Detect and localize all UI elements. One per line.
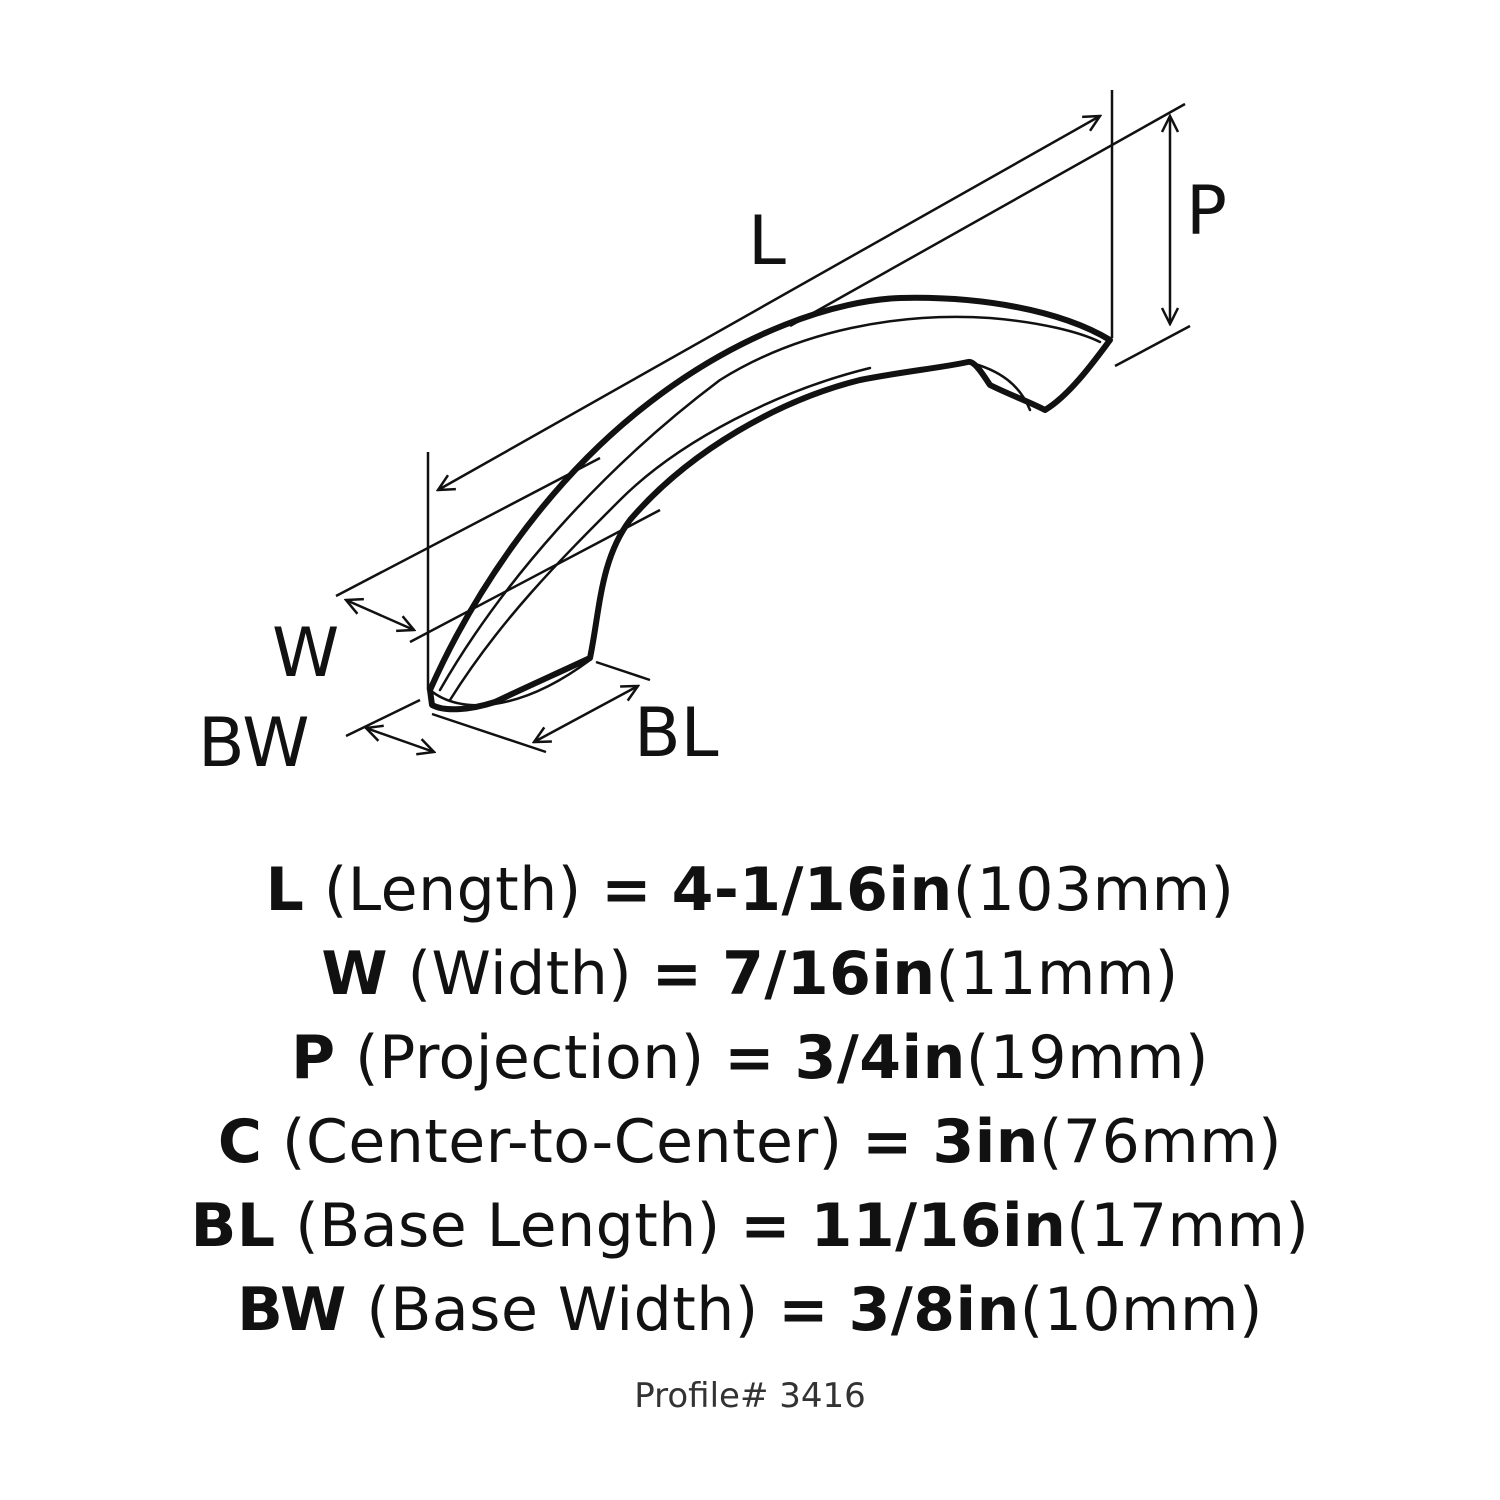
cabinet-pull-drawing: [427, 294, 1113, 713]
guide-line-top: [789, 102, 1186, 328]
spec-name: (Center-to-Center): [282, 1107, 843, 1177]
base-width-guide-line: [345, 698, 421, 738]
width-dimension-line: [346, 600, 414, 630]
spec-row-center-to-center: C (Center-to-Center) = 3in(76mm): [0, 1100, 1500, 1184]
handle-dimension-diagram: L P W BW BL: [198, 90, 1227, 783]
width-guide-line-1: [335, 456, 601, 598]
spec-row-width: W (Width) = 7/16in(11mm): [0, 932, 1500, 1016]
spec-name: (Width): [407, 939, 633, 1009]
spec-name: (Projection): [355, 1023, 705, 1093]
projection-label: P: [1186, 172, 1227, 251]
spec-equals: =: [651, 939, 703, 1009]
spec-imperial: 11/16in: [810, 1191, 1067, 1261]
spec-imperial: 3/8in: [848, 1275, 1020, 1345]
spec-code: BW: [237, 1275, 347, 1345]
base-length-dimension-line: [534, 686, 638, 742]
handle-inner-edge: [448, 366, 872, 702]
handle-top-highlight: [438, 315, 1102, 692]
spec-equals: =: [601, 855, 653, 925]
spec-metric: (10mm): [1019, 1275, 1263, 1345]
spec-equals: =: [740, 1191, 792, 1261]
spec-row-length: L (Length) = 4-1/16in(103mm): [0, 848, 1500, 932]
spec-code: W: [321, 939, 388, 1009]
spec-imperial: 3/4in: [794, 1023, 966, 1093]
spec-equals: =: [862, 1107, 913, 1177]
base-length-guide-line: [595, 660, 651, 682]
spec-row-base-width: BW (Base Width) = 3/8in(10mm): [0, 1268, 1500, 1352]
spec-imperial: 4-1/16in: [671, 855, 953, 925]
base-width-dimension-line: [366, 728, 434, 752]
spec-code: P: [291, 1023, 336, 1093]
spec-name: (Base Width): [366, 1275, 759, 1345]
guide-line-bottom: [1114, 324, 1191, 368]
spec-row-projection: P (Projection) = 3/4in(19mm): [0, 1016, 1500, 1100]
profile-number: Profile# 3416: [634, 1376, 866, 1416]
length-dimension-line: [438, 116, 1100, 490]
spec-imperial: 7/16in: [722, 939, 936, 1009]
spec-equals: =: [778, 1275, 830, 1345]
spec-metric: (103mm): [952, 855, 1235, 925]
base-width-label: BW: [198, 704, 309, 783]
spec-code: C: [217, 1107, 263, 1177]
spec-metric: (11mm): [935, 939, 1179, 1009]
length-label: L: [748, 202, 786, 281]
width-label: W: [272, 614, 339, 693]
spec-code: BL: [190, 1191, 276, 1261]
handle-body-outline: [427, 294, 1113, 713]
spec-imperial: 3in: [932, 1107, 1040, 1177]
base-guide-line: [431, 712, 547, 754]
spec-name: (Base Length): [295, 1191, 721, 1261]
dimension-spec-list: L (Length) = 4-1/16in(103mm) W (Width) =…: [0, 848, 1500, 1352]
spec-metric: (17mm): [1066, 1191, 1310, 1261]
spec-code: L: [265, 855, 305, 925]
spec-metric: (76mm): [1039, 1107, 1283, 1177]
spec-metric: (19mm): [965, 1023, 1209, 1093]
spec-row-base-length: BL (Base Length) = 11/16in(17mm): [0, 1184, 1500, 1268]
dimension-lines: [335, 90, 1191, 754]
spec-equals: =: [724, 1023, 776, 1093]
spec-name: (Length): [323, 855, 582, 925]
width-guide-line-2: [409, 508, 661, 644]
handle-left-foot: [428, 658, 592, 707]
base-length-label: BL: [634, 694, 719, 773]
